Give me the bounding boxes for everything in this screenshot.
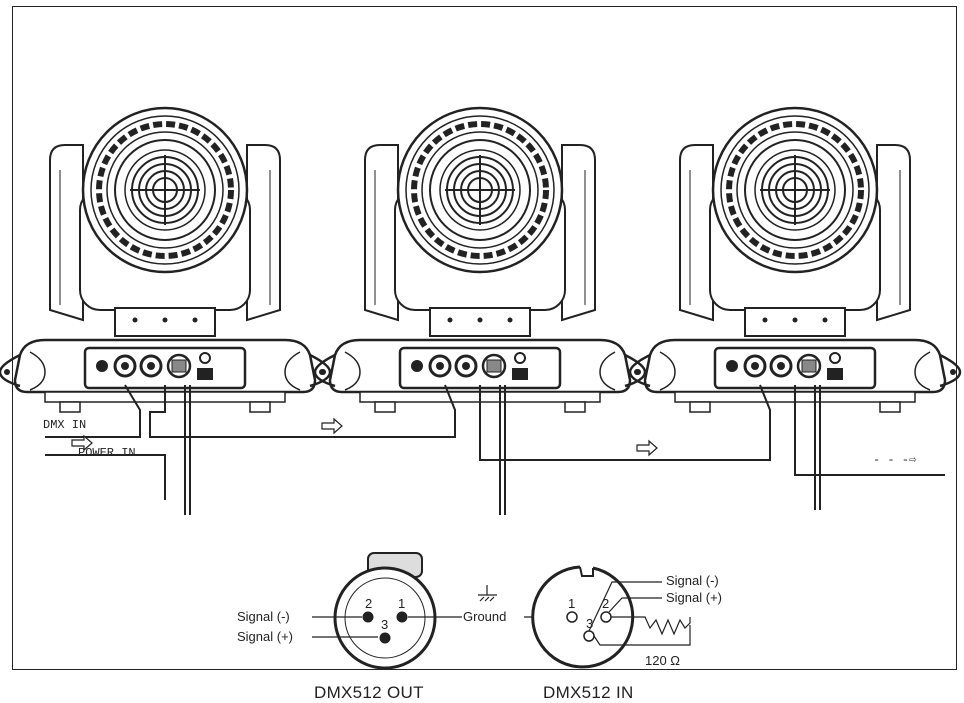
moving-head-fixture-1 — [0, 108, 330, 412]
pin-2-dot — [362, 611, 374, 623]
resistor-value-label: 120 Ω — [645, 653, 680, 668]
pin-3-number-in: 3 — [586, 616, 593, 631]
pin-2-number-in: 2 — [602, 596, 609, 611]
termination-resistor — [611, 616, 691, 636]
dmx512-in-caption: DMX512 IN — [543, 683, 634, 702]
moving-head-fixture-2 — [315, 108, 645, 412]
pin-3-number: 3 — [381, 617, 388, 632]
dmx-in-label: DMX IN — [43, 418, 86, 432]
pin-3-socket — [583, 630, 595, 642]
ground-label: Ground — [463, 609, 506, 624]
pin-1-dot — [396, 611, 408, 623]
dmx512-out-caption: DMX512 OUT — [314, 683, 424, 702]
signal-plus-in-leader — [608, 597, 662, 613]
pin-2-socket — [600, 611, 612, 623]
flow-arrow-1 — [321, 417, 343, 435]
xlr-male-connector: 2 1 3 — [333, 552, 437, 670]
continuation-arrow: - - -⇨ — [873, 453, 917, 467]
power-in-label: POWER IN — [78, 446, 136, 460]
pin-2-number: 2 — [365, 596, 372, 611]
signal-plus-label: Signal (+) — [237, 629, 293, 644]
pin-1-number-in: 1 — [568, 596, 575, 611]
flow-arrow-in — [71, 434, 93, 452]
pin-1-number: 1 — [398, 596, 405, 611]
pin-3-dot — [379, 632, 391, 644]
moving-head-fixture-3 — [630, 108, 960, 412]
signal-plus-in-label: Signal (+) — [666, 590, 722, 605]
signal-minus-in-label: Signal (-) — [666, 573, 719, 588]
pin-1-socket — [566, 611, 578, 623]
signal-minus-label: Signal (-) — [237, 609, 290, 624]
flow-arrow-2 — [636, 439, 658, 457]
diagram-frame — [12, 6, 957, 670]
ground-symbol-icon — [478, 585, 497, 602]
dmx-cable-chain — [45, 384, 945, 476]
signal-minus-in-leader — [588, 581, 662, 632]
power-cable-chain — [45, 385, 821, 515]
